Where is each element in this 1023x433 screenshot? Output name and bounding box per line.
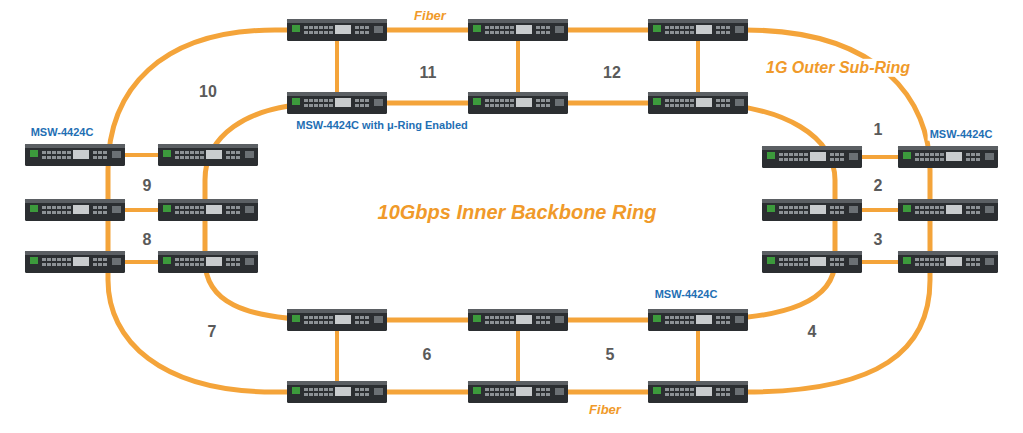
fiber-label: Fiber <box>587 403 623 418</box>
callout-number: 1 <box>872 121 885 139</box>
callout-number: 11 <box>418 64 439 82</box>
callout-number: 8 <box>141 231 154 249</box>
callout-number: 5 <box>604 346 617 364</box>
callout-number: 3 <box>872 231 885 249</box>
callout-number: 12 <box>601 64 623 82</box>
callout-number: 6 <box>421 346 434 364</box>
callout-number: 7 <box>206 323 219 341</box>
model-label: MSW-4424C <box>29 126 96 139</box>
model-label: MSW-4424C with μ-Ring Enabled <box>294 119 470 132</box>
callout-number: 10 <box>197 83 219 101</box>
callout-number: 4 <box>806 323 819 341</box>
model-label: MSW-4424C <box>653 288 720 301</box>
ring-title: 1G Outer Sub-Ring <box>764 59 912 77</box>
fiber-label: Fiber <box>412 9 448 24</box>
callout-number: 9 <box>141 177 154 195</box>
ring-title: 10Gbps Inner Backbone Ring <box>376 201 659 224</box>
callout-number: 2 <box>872 177 885 195</box>
model-label: MSW-4424C <box>928 128 995 141</box>
